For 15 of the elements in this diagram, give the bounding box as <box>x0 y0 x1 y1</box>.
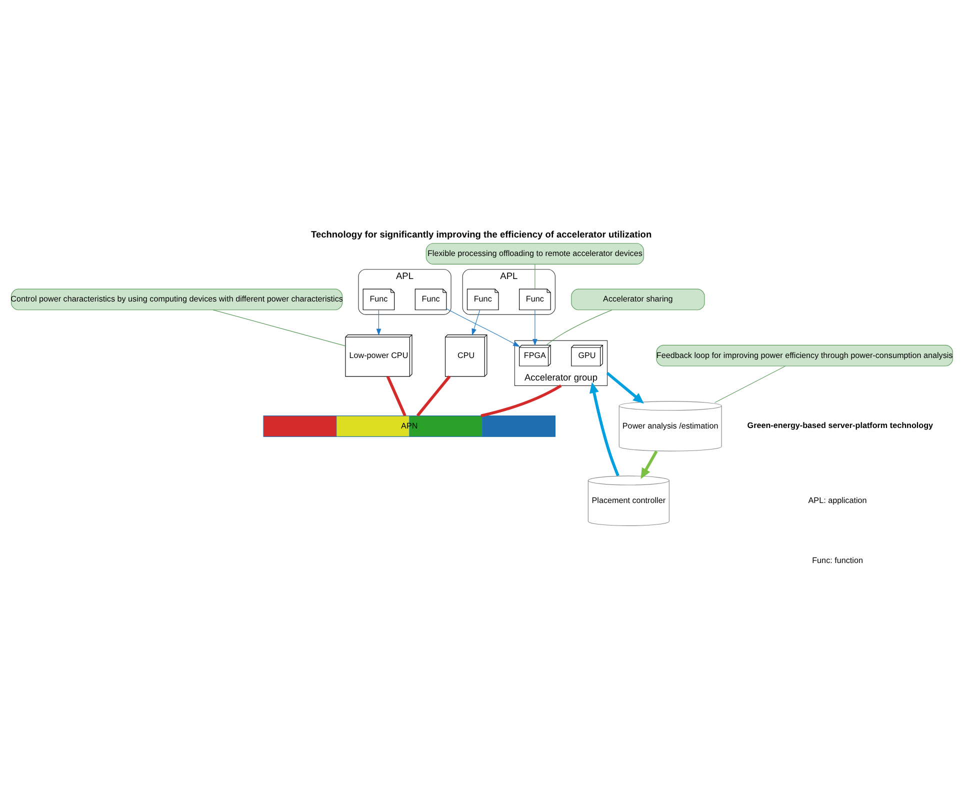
arrow <box>606 371 644 404</box>
connector <box>714 365 786 402</box>
arrow <box>376 309 382 336</box>
arrow <box>446 308 520 346</box>
connector <box>546 309 612 345</box>
arrow <box>532 309 538 346</box>
connector <box>212 309 346 346</box>
connector <box>386 375 406 416</box>
diagram-title: Technology for significantly improving the efficiency of accelerator utilization <box>311 228 652 239</box>
arrow <box>589 382 620 476</box>
arrow <box>640 450 658 479</box>
connector <box>534 263 536 289</box>
arrow <box>472 309 480 336</box>
connector <box>480 384 562 417</box>
connector <box>416 375 451 416</box>
